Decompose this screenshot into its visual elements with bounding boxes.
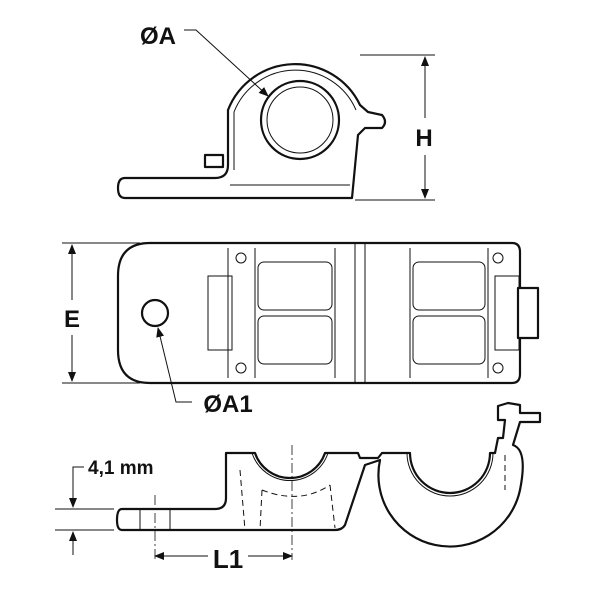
front-view: 4,1 mm L1 <box>55 401 542 574</box>
hole-a <box>259 79 341 161</box>
side-view: H ØA <box>116 23 435 201</box>
width-e-label: E <box>64 306 80 333</box>
diameter-a1-label: ØA1 <box>203 391 252 418</box>
thickness-label: 4,1 mm <box>88 458 153 479</box>
top-view: E ØA1 <box>62 241 540 418</box>
hole-a1 <box>140 298 170 328</box>
height-label: H <box>415 125 432 152</box>
diameter-a-label: ØA <box>140 23 176 50</box>
length-l1-label: L1 <box>213 544 243 574</box>
